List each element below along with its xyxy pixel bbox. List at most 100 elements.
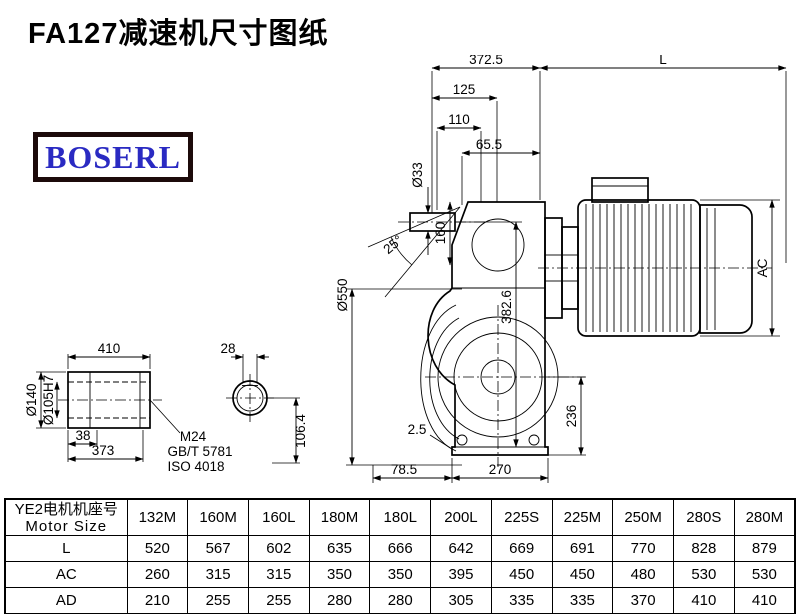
cell: 335 (490, 587, 553, 614)
dim-38-label: 38 (75, 428, 90, 443)
flange-arc-inner (429, 317, 460, 440)
dim-110: 110 (436, 112, 482, 210)
cell: 260 (126, 561, 189, 588)
dim-372-5-label: 372.5 (469, 55, 503, 67)
dim-2-5: 2.5 (408, 422, 453, 450)
corner-header-en: Motor Size (25, 517, 108, 535)
cell: 280 (369, 587, 432, 614)
cell: 410 (733, 587, 796, 614)
cell: 635 (308, 535, 371, 562)
cell: 315 (187, 561, 249, 588)
shaft-section-detail: 28 106.4 (220, 341, 308, 464)
cell: 350 (369, 561, 432, 588)
corner-header-cn: YE2电机机座号 (14, 500, 118, 518)
dim-2-5-label: 2.5 (408, 422, 427, 437)
col-header-225S: 225S (490, 498, 553, 536)
cell: 691 (551, 535, 614, 562)
row-label-AD: AD (4, 587, 128, 614)
dim-28-label: 28 (220, 341, 235, 356)
dim-410-label: 410 (98, 341, 121, 356)
motor-size-table: YE2电机机座号 Motor Size 132M 160M 160L 180M … (4, 498, 796, 614)
cell: 370 (612, 587, 674, 614)
dim-o550-label: Ø550 (335, 278, 350, 311)
cell: 280 (308, 587, 371, 614)
col-header-250M: 250M (612, 498, 674, 536)
dim-372-5: 372.5 (431, 55, 541, 213)
cell: 350 (308, 561, 371, 588)
dim-410: 410 (67, 341, 151, 369)
cell: 530 (672, 561, 735, 588)
cell: 450 (551, 561, 614, 588)
dim-270: 270 (451, 458, 549, 483)
dim-125-label: 125 (453, 82, 476, 97)
hollow-shaft-detail: 410 Ø140 Ø105H7 38 373 (24, 341, 233, 474)
boserl-logo: BOSERL (33, 132, 193, 182)
cell: 770 (612, 535, 674, 562)
dim-28: 28 (220, 341, 269, 382)
row-label-AC: AC (4, 561, 128, 588)
cell: 567 (187, 535, 249, 562)
dim-236-label: 236 (564, 405, 579, 428)
dim-AC-label: AC (755, 258, 770, 277)
thread-standard-iso: ISO 4018 (167, 459, 224, 474)
dim-373-label: 373 (92, 443, 115, 458)
col-header-280M: 280M (733, 498, 796, 536)
thread-callout: M24 GB/T 5781 ISO 4018 (149, 399, 233, 474)
cell: 255 (187, 587, 249, 614)
row-label-L: L (4, 535, 128, 562)
cell: 602 (247, 535, 310, 562)
dim-106-4-label: 106.4 (293, 414, 308, 448)
cell: 315 (247, 561, 310, 588)
dim-78-5: 78.5 (372, 458, 453, 483)
cell: 828 (672, 535, 735, 562)
col-header-160L: 160L (247, 498, 310, 536)
cell: 305 (430, 587, 492, 614)
terminal-box (591, 177, 649, 203)
dim-236: 236 (548, 376, 586, 456)
dim-AC: AC (700, 199, 780, 337)
thread-callout-m24: M24 (180, 429, 207, 444)
col-header-280S: 280S (672, 498, 735, 536)
bolt-hole-right (528, 434, 540, 446)
motor (538, 177, 772, 337)
dim-L: L (539, 55, 787, 263)
dim-25deg-label: 25° (380, 232, 405, 257)
dim-110-label: 110 (448, 112, 470, 127)
dim-o105h7-label: Ø105H7 (41, 375, 56, 425)
cell: 450 (490, 561, 553, 588)
dim-o140-label: Ø140 (24, 383, 39, 416)
dim-38: 38 (67, 428, 98, 447)
dim-78-5-label: 78.5 (391, 462, 417, 477)
cell: 210 (126, 587, 189, 614)
table-row-L: L 520 567 602 635 666 642 669 691 770 82… (4, 535, 796, 562)
col-header-132M: 132M (126, 498, 189, 536)
upper-gear-circle (471, 218, 525, 272)
dim-o550: Ø550 (335, 278, 462, 466)
dim-160: 160 (433, 201, 453, 266)
fan-cover (699, 204, 753, 334)
bolt-hole-left (456, 434, 468, 446)
page-title: FA127减速机尺寸图纸 (28, 18, 329, 50)
dim-270-label: 270 (489, 462, 512, 477)
cell: 879 (733, 535, 796, 562)
dim-382-6: 382.6 (455, 221, 522, 448)
dim-o33: Ø33 (410, 162, 431, 255)
housing-outline (427, 201, 549, 456)
cell: 395 (430, 561, 492, 588)
dim-125: 125 (431, 82, 498, 202)
table-row-AD: AD 210 255 255 280 280 305 335 335 370 4… (4, 587, 796, 614)
dim-o33-label: Ø33 (410, 162, 425, 188)
cell: 480 (612, 561, 674, 588)
cell: 335 (551, 587, 614, 614)
dim-L-label: L (659, 55, 667, 67)
dim-65-5: 65.5 (461, 137, 541, 205)
dim-373: 373 (67, 430, 144, 462)
cell: 255 (247, 587, 310, 614)
cell: 520 (126, 535, 189, 562)
dim-160-label: 160 (433, 222, 448, 245)
col-header-200L: 200L (430, 498, 492, 536)
dim-25deg: 25° (367, 206, 461, 298)
dim-382-6-label: 382.6 (499, 290, 514, 324)
col-header-225M: 225M (551, 498, 614, 536)
